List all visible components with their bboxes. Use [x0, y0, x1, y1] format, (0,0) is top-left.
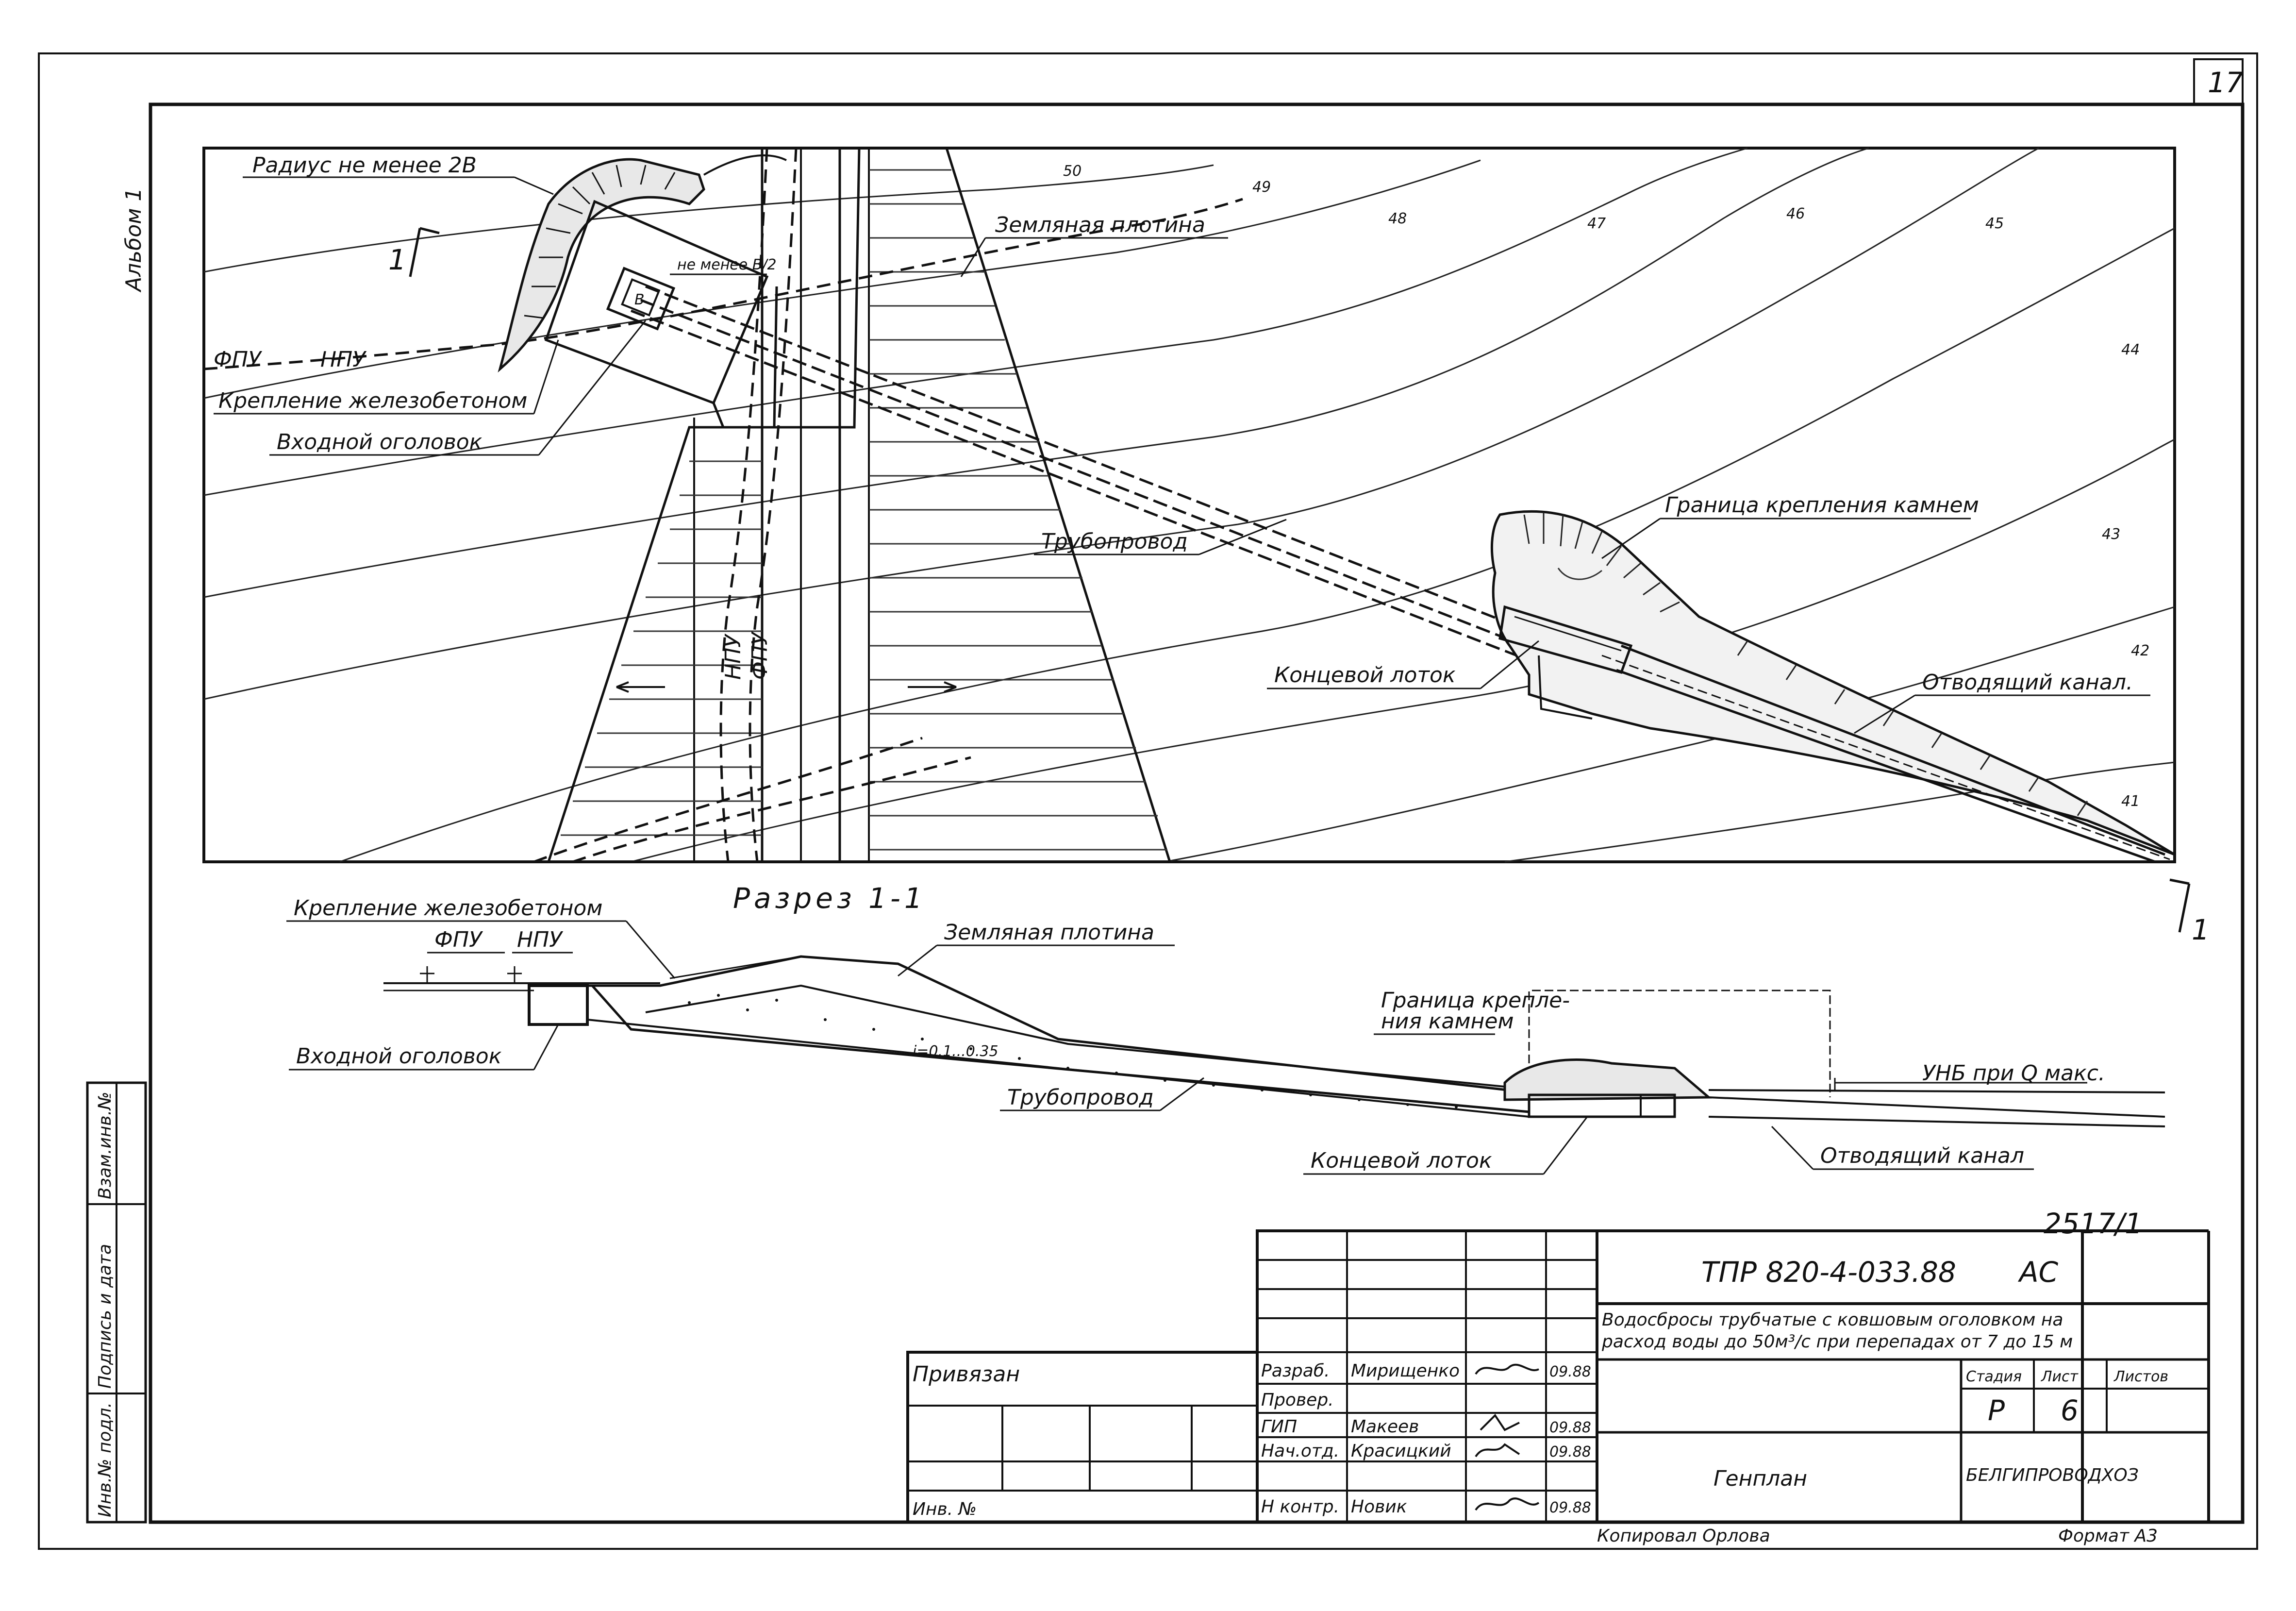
- binding-strip: Взам.инв.№ Подпись и дата Инв.№ подл.: [86, 1081, 147, 1524]
- earth-dam-label: Земляная плотина: [995, 213, 1205, 237]
- section-earth-dam-label: Земляная плотина: [944, 920, 1154, 945]
- drawing-title: Генплан: [1714, 1466, 1807, 1491]
- role-1: Разраб.: [1261, 1361, 1330, 1381]
- stone-boundary-label: Граница крепления камнем: [1665, 493, 1979, 518]
- section-fpu-label: ФПУ: [434, 927, 483, 952]
- description-line-2: расход воды до 50м³/с при перепадах от 7…: [1601, 1332, 2073, 1352]
- role-2: Провер.: [1261, 1390, 1334, 1410]
- section-mark-right: 1: [2192, 913, 2210, 946]
- contour-label-45: 45: [1985, 215, 2004, 232]
- npu-label: НПУ: [320, 347, 367, 372]
- date-4: 09.88: [1549, 1443, 1591, 1460]
- section-pipeline-label: Трубопровод: [1007, 1085, 1154, 1110]
- copied-by: Копировал Орлова: [1597, 1526, 1770, 1546]
- inlet-label: Входной оголовок: [277, 430, 482, 454]
- title-block: 2517/1: [906, 1207, 2210, 1546]
- outlet-canal-label-plan: Отводящий канал.: [1922, 670, 2133, 695]
- role-4: Нач.отд.: [1261, 1441, 1339, 1461]
- inv-orig-label: Инв.№ подл.: [95, 1402, 115, 1517]
- drawing-frame: [149, 102, 2245, 1524]
- name-5: Новик: [1351, 1497, 1407, 1517]
- b-label: В: [634, 291, 645, 308]
- section-npu-label: НПУ: [517, 927, 564, 952]
- sheet-outer-border: [38, 52, 2258, 1550]
- rc-lining-label: Крепление железобетоном: [218, 388, 527, 413]
- section-end-chute-label: Концевой лоток: [1311, 1148, 1492, 1173]
- outlet-plan: [1490, 510, 2176, 863]
- end-chute-label-plan: Концевой лоток: [1274, 663, 1456, 688]
- contour-label-46: 46: [1786, 205, 1805, 222]
- inlet-head-plan: В: [498, 154, 787, 429]
- section-inlet-label: Входной оголовок: [296, 1044, 502, 1069]
- plan-view: 50 49 48 47 46 45 44 43 42 41: [202, 147, 2210, 946]
- section-title: Разрез 1-1: [733, 882, 926, 915]
- role-5: Н контр.: [1261, 1497, 1339, 1517]
- sheet-number-box: [2193, 58, 2244, 105]
- section-stone-boundary-label-1: Граница крепле-: [1381, 988, 1570, 1013]
- fpu-vertical-label: ФПУ: [748, 631, 772, 680]
- date-1: 09.88: [1549, 1363, 1591, 1380]
- contour-label-41: 41: [2121, 793, 2140, 810]
- list-value: 6: [2061, 1394, 2079, 1427]
- section-unb-label: УНБ при Q макс.: [1922, 1061, 2105, 1086]
- sheet-code: 2517/1: [2044, 1207, 2143, 1240]
- name-4: Красицкий: [1351, 1441, 1451, 1461]
- pipeline-plan: [631, 285, 1549, 662]
- fpu-label: ФПУ: [214, 347, 263, 372]
- name-1: Мирищенко: [1351, 1361, 1460, 1381]
- date-3: 09.88: [1549, 1419, 1591, 1436]
- earth-dam-plan: [547, 147, 1172, 863]
- list-header: Лист: [2041, 1368, 2079, 1385]
- contour-label-42: 42: [2131, 642, 2149, 659]
- description-line-1: Водосбросы трубчатые с ковшовым оголовко…: [1602, 1310, 2063, 1330]
- section-stone-boundary-label-2: ния камнем: [1381, 1009, 1514, 1034]
- album-label: Альбом 1: [121, 188, 146, 293]
- pipeline-label: Трубопровод: [1041, 529, 1188, 554]
- lists-header: Листов: [2113, 1368, 2168, 1385]
- plan-frame: [202, 147, 2176, 863]
- contour-label-48: 48: [1388, 210, 1407, 227]
- doc-code: ТПР 820-4-033.88: [1701, 1256, 1956, 1289]
- stage-header: Стадия: [1966, 1368, 2022, 1385]
- date-5: 09.88: [1549, 1499, 1591, 1516]
- concrete-dots: [688, 994, 1458, 1108]
- name-3: Макеев: [1351, 1417, 1419, 1437]
- tied-label: Привязан: [913, 1362, 1020, 1387]
- doc-suffix: АС: [2017, 1256, 2059, 1289]
- contour-label-50: 50: [1063, 163, 1081, 180]
- sign-date-label: Подпись и дата: [95, 1244, 115, 1389]
- section-view: Разрез 1-1: [286, 882, 2165, 1175]
- inv-label: Инв. №: [913, 1499, 977, 1519]
- water-level-lines: [203, 148, 1243, 863]
- contour-label-44: 44: [2121, 341, 2140, 358]
- format-label: Формат А3: [2058, 1526, 2158, 1546]
- radius-label: Радиус не менее 2В: [252, 153, 477, 178]
- section-outlet-canal-label: Отводящий канал: [1820, 1143, 2024, 1168]
- sheet-number: 17: [2208, 66, 2244, 99]
- contour-labels: 50 49 48 47 46 45 44 43 42 41: [1063, 163, 2149, 810]
- half-b-label: не менее В/2: [677, 256, 777, 273]
- organization: БЕЛГИПРОВОДХОЗ: [1966, 1465, 2139, 1485]
- npu-vertical-label: НПУ: [721, 633, 746, 680]
- section-rc-lining-label: Крепление железобетоном: [294, 896, 602, 921]
- role-3: ГИП: [1261, 1417, 1297, 1437]
- section-mark-left: 1: [388, 243, 406, 276]
- replace-inv-label: Взам.инв.№: [95, 1091, 115, 1199]
- signature-marks: [1475, 1363, 1540, 1511]
- stage-value: Р: [1988, 1394, 2005, 1427]
- contour-label-49: 49: [1252, 179, 1271, 196]
- contour-label-47: 47: [1587, 215, 1606, 232]
- slope-label: i=0.1...0.35: [913, 1043, 998, 1060]
- contour-label-43: 43: [2102, 526, 2120, 543]
